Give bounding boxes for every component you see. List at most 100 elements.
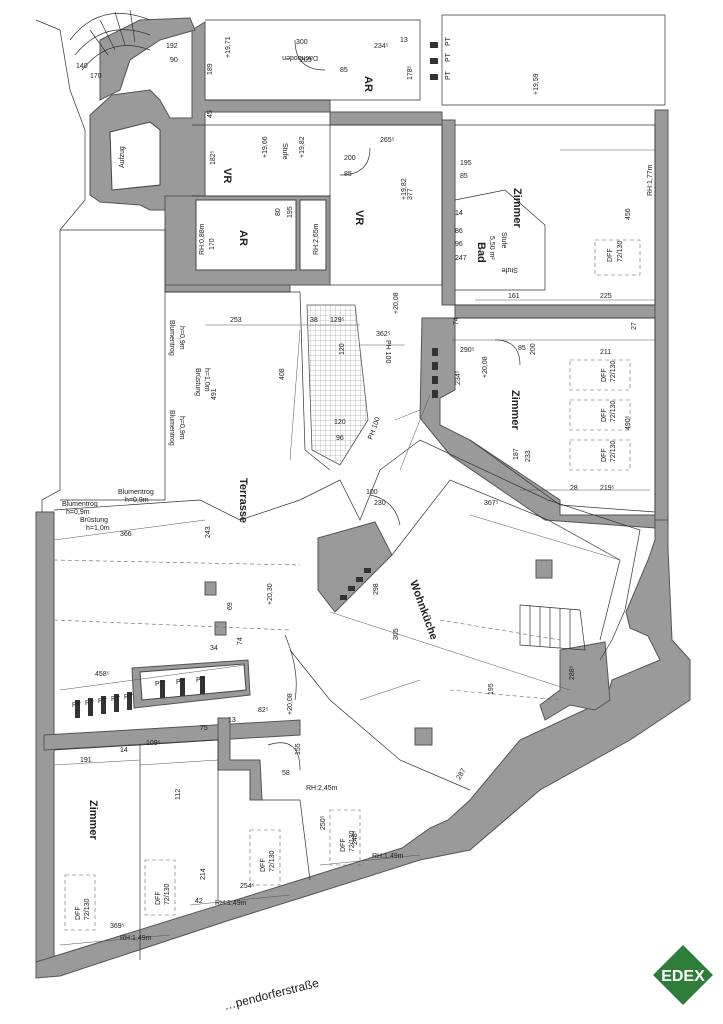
terrasse-label: Terrasse xyxy=(237,478,249,523)
vr-2-label: VR xyxy=(353,210,365,225)
pt-mark xyxy=(430,74,438,80)
level: +20,08 xyxy=(287,693,294,715)
pt-mark xyxy=(430,42,438,48)
stair-lines xyxy=(89,9,136,56)
ph-label-2: PH 100 xyxy=(367,416,382,440)
tiled-area xyxy=(306,304,369,466)
room-height: RH:1,77m xyxy=(647,164,654,196)
street-label: …pendorferstraße xyxy=(222,976,320,1013)
dff-7 xyxy=(249,829,281,886)
pt-markers xyxy=(75,42,438,718)
pt-mark xyxy=(430,58,438,64)
window-size: 72/130 xyxy=(84,898,91,920)
vr-1-label: VR xyxy=(221,168,233,183)
dim: 234⁵ xyxy=(455,370,462,385)
dim: 298 xyxy=(373,583,380,595)
blumentrog-4: Blumentrog xyxy=(118,489,154,496)
dim: 250⁵ xyxy=(320,815,327,830)
window-size: 72/130 xyxy=(349,830,356,852)
dim: 192 xyxy=(166,43,178,50)
door-arc-5 xyxy=(267,742,301,771)
dim: 85 xyxy=(460,173,468,180)
room-height: RH:2,65m xyxy=(313,223,320,255)
dim: 170 xyxy=(209,238,216,250)
ar-1-label: AR xyxy=(237,230,249,246)
dim: 200 xyxy=(344,155,356,162)
dim: 225 xyxy=(600,293,612,300)
dim: 38 xyxy=(310,317,318,324)
window-dff: DFF xyxy=(75,906,82,920)
pt-mark xyxy=(101,696,106,714)
dim: 287 xyxy=(456,767,468,781)
dim: 14 xyxy=(455,210,463,217)
dim: 85 xyxy=(344,171,352,178)
blumentrog-3-h: h=0,9m xyxy=(66,509,90,516)
door-arc-3 xyxy=(369,494,401,526)
west-facade xyxy=(35,19,86,512)
pt-label: PT xyxy=(111,696,121,703)
pt-label: PT xyxy=(445,52,452,62)
dim: 182⁵ xyxy=(210,150,217,165)
dachboden: Dachboden xyxy=(282,54,318,61)
south-room-wall xyxy=(43,719,301,751)
shaft xyxy=(317,521,393,613)
dim: 86 xyxy=(455,228,463,235)
dim: 195 xyxy=(460,160,472,167)
bath-outline xyxy=(454,189,546,291)
dim: 195 xyxy=(287,206,294,218)
dim: 367⁵ xyxy=(484,500,499,507)
room-height: RH:1,49m xyxy=(120,935,152,942)
dim: 34 xyxy=(210,645,218,652)
window-dff: DFF xyxy=(155,891,162,905)
dff-1 xyxy=(594,239,641,276)
pt-cells xyxy=(139,663,247,701)
east-wall xyxy=(654,109,669,521)
terrace-pillar-2 xyxy=(214,621,227,636)
dim: 42 xyxy=(195,898,203,905)
door-arc-2 xyxy=(294,39,326,71)
bad-label: Bad xyxy=(475,242,487,263)
logo-text: EDEX xyxy=(661,968,705,985)
window-dff: DFF xyxy=(601,408,608,422)
zimmer-divider xyxy=(454,304,656,319)
dim: 247 xyxy=(455,255,467,262)
pt-mark xyxy=(432,348,438,356)
dim: 300 xyxy=(296,39,308,46)
ar-room-1 xyxy=(195,199,297,271)
courtyard-edge xyxy=(60,229,166,501)
room-height: RH:1,49m xyxy=(215,900,247,907)
zimmer-ne-box xyxy=(455,124,656,306)
level: +20,08 xyxy=(482,356,489,378)
dim: 233 xyxy=(525,450,532,462)
window-dff: DFF xyxy=(260,858,267,872)
door-arc-1 xyxy=(339,147,371,176)
window-size: 72/130 xyxy=(617,240,624,262)
dim: 112 xyxy=(175,789,182,800)
dim: 219⁵ xyxy=(600,485,615,492)
pt-mark xyxy=(88,698,93,716)
window-size: 72/130 xyxy=(610,440,617,462)
pt-mark xyxy=(200,676,205,694)
bath-wall xyxy=(441,119,456,306)
dim: 129⁵ xyxy=(330,317,345,324)
blumentrog-2: Blumentrog xyxy=(168,410,175,446)
dim: 254⁵ xyxy=(240,883,255,890)
pt-label: PT xyxy=(445,70,452,80)
blumentrog-1-h: h=0,9m xyxy=(178,326,185,350)
level: +19,59 xyxy=(533,73,540,95)
dim: 191 xyxy=(80,757,92,764)
dim: 85 xyxy=(518,345,526,352)
bruestung-1: Brüstung xyxy=(194,368,201,396)
dim: 491 xyxy=(211,388,218,400)
ph-label: PH 100 xyxy=(384,340,391,363)
terrace-edge xyxy=(53,439,641,661)
level-markers: +19,71 +19,66 +19,82 +19,82 +19,59 +20,0… xyxy=(225,36,540,715)
pt-mark xyxy=(432,390,438,398)
dim: 290⁵ xyxy=(460,347,475,354)
south-wall xyxy=(35,519,691,979)
aufzug-cell xyxy=(109,121,161,191)
level: +19,66 xyxy=(262,136,269,158)
wk-inner xyxy=(391,479,621,641)
dim: 456 xyxy=(625,208,632,220)
level: +19,82 xyxy=(299,136,306,158)
